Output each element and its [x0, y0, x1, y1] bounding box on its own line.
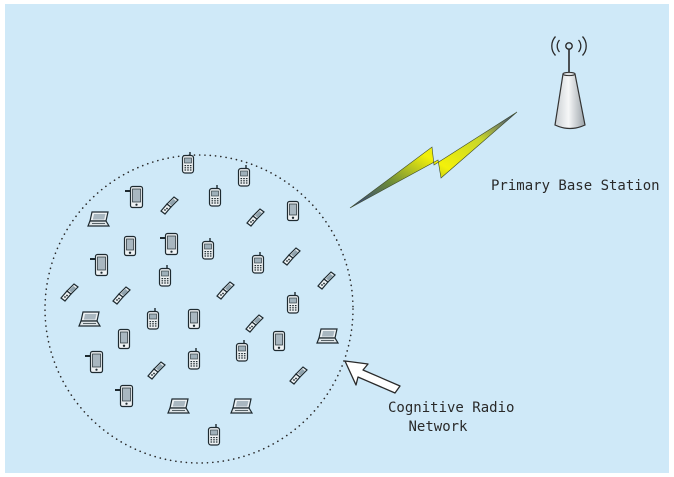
mobile-phone-icon — [208, 185, 222, 207]
flip-phone-icon — [246, 208, 265, 227]
pda-icon — [115, 384, 134, 408]
pda-icon — [125, 185, 144, 209]
radio-tower-icon — [551, 36, 587, 130]
laptop-icon — [78, 311, 101, 327]
pda-icon — [117, 328, 131, 350]
laptop-icon — [87, 211, 110, 227]
pda-icon — [90, 253, 109, 277]
flip-phone-icon — [245, 314, 264, 333]
flip-phone-icon — [60, 283, 79, 302]
mobile-phone-icon — [201, 238, 215, 260]
flip-phone-icon — [282, 247, 301, 266]
mobile-phone-icon — [286, 292, 300, 314]
network-label-line1: Cognitive Radio — [388, 400, 515, 416]
flip-phone-icon — [160, 196, 179, 215]
pda-icon — [123, 235, 137, 257]
flip-phone-icon — [216, 281, 235, 300]
base-station-label: Primary Base Station — [491, 178, 660, 194]
pda-icon — [286, 200, 300, 222]
mobile-phone-icon — [237, 165, 251, 187]
network-boundary — [44, 154, 354, 464]
pda-icon — [272, 330, 286, 352]
flip-phone-icon — [112, 286, 131, 305]
laptop-icon — [167, 398, 190, 414]
flip-phone-icon — [289, 366, 308, 385]
arrow-icon — [344, 360, 401, 394]
pda-icon — [160, 232, 179, 256]
background-panel — [5, 4, 669, 473]
mobile-phone-icon — [251, 252, 265, 274]
mobile-phone-icon — [207, 424, 221, 446]
mobile-phone-icon — [187, 348, 201, 370]
mobile-phone-icon — [146, 308, 160, 330]
devices-group — [60, 152, 339, 446]
pda-icon — [187, 308, 201, 330]
flip-phone-icon — [317, 271, 336, 290]
laptop-icon — [316, 328, 339, 344]
mobile-phone-icon — [181, 152, 195, 174]
network-label-line2: Network — [408, 419, 468, 435]
mobile-phone-icon — [158, 265, 172, 287]
mobile-phone-icon — [235, 340, 249, 362]
laptop-icon — [230, 398, 253, 414]
network-label: Cognitive Radio Network — [388, 399, 515, 437]
pda-icon — [85, 350, 104, 374]
flip-phone-icon — [147, 361, 166, 380]
lightning-bolt-icon — [349, 111, 518, 209]
